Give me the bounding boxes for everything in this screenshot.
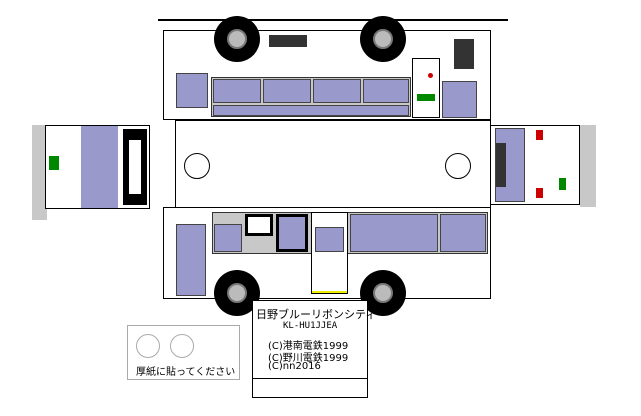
credit: (C)港南電鉄1999 [268, 341, 349, 352]
window [276, 214, 308, 252]
model-code: KL-HU1JJEA [283, 321, 338, 331]
side-panel-bottom [163, 207, 491, 299]
front-window [176, 73, 208, 108]
wheel [214, 16, 260, 62]
bumper-tab [580, 125, 596, 207]
window [350, 214, 438, 252]
side-panel-top [163, 30, 491, 120]
label-panel: 日野ブルーリボンシティ KL-HU1JJEA (C)港南電鉄1999 (C)野川… [252, 300, 376, 398]
circle-marker [136, 334, 160, 358]
fold-line [158, 19, 508, 21]
model-title: 日野ブルーリボンシティ [256, 308, 377, 321]
window [245, 214, 273, 236]
vent-grille [454, 39, 474, 69]
lower-windows [213, 105, 409, 116]
lamp [428, 73, 433, 78]
credit: (C)nn2016 [268, 361, 321, 372]
circle-marker [170, 334, 194, 358]
roof-panel [175, 120, 491, 208]
window [313, 79, 361, 103]
windshield [81, 126, 118, 208]
bumper-tab [32, 125, 47, 220]
fold-line [253, 378, 367, 379]
rear-face [490, 125, 580, 205]
route-sign [49, 156, 59, 170]
tail-lamp [536, 130, 543, 140]
credit: (C)野川電鉄1999 [268, 353, 349, 364]
wheel [360, 16, 406, 62]
rear-window [440, 214, 486, 252]
window [263, 79, 311, 103]
exit-sign [417, 94, 435, 101]
note-box: 厚紙に貼ってください [127, 325, 240, 380]
rear-glass [495, 128, 525, 202]
roof-hatch [445, 153, 471, 179]
middle-door [311, 212, 348, 294]
roof-hatch [184, 153, 210, 179]
window [363, 79, 409, 103]
vent-grille [269, 35, 307, 47]
rear-window [442, 81, 477, 118]
window [213, 79, 261, 103]
door [412, 58, 440, 118]
front-door [176, 224, 206, 296]
window [214, 224, 242, 252]
note-text: 厚紙に貼ってください [136, 367, 236, 378]
front-face [45, 125, 150, 209]
tail-lamp [536, 188, 543, 198]
rear-sign [559, 178, 566, 190]
rear-window-frame [123, 129, 147, 205]
